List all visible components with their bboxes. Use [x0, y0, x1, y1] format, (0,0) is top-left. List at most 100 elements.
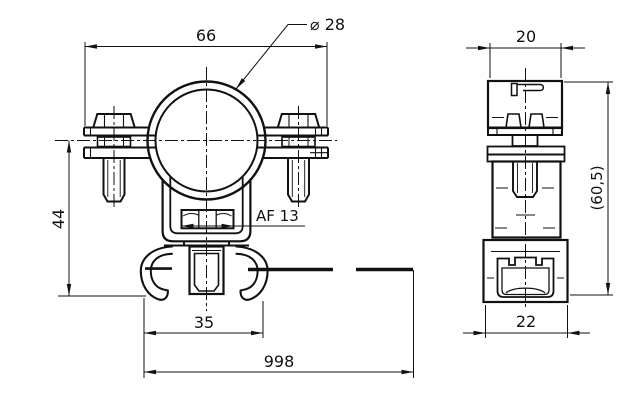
lower-bracket-box — [161, 176, 252, 243]
dim-af13-arrow-right — [221, 223, 234, 229]
left-bolt-washer — [96, 136, 132, 148]
rail-section-inner — [501, 267, 550, 296]
leader-arrow — [236, 78, 246, 89]
left-bolt — [91, 113, 137, 203]
dim-44-label: 44 — [49, 209, 68, 229]
left-claw — [139, 245, 174, 301]
side-body-dashes — [495, 187, 555, 229]
right-claw-inner — [235, 252, 259, 291]
right-bolt-shank — [287, 157, 310, 203]
rail-section-arc — [505, 287, 546, 294]
right-bolt-head-facets — [288, 114, 309, 128]
front-view — [83, 80, 413, 301]
dim-22-label: 22 — [516, 312, 536, 331]
right-claw-tip — [239, 288, 248, 292]
left-bolt-shank — [102, 157, 126, 203]
right-claw-outer — [235, 245, 269, 301]
dim-66-arrow-left — [85, 44, 97, 49]
upper-flange-left — [83, 126, 156, 137]
clip-hook — [517, 83, 545, 92]
t-block-inner — [193, 252, 220, 292]
dim-66-label: 66 — [196, 26, 216, 45]
left-claw-outer — [139, 245, 174, 301]
left-claw-tip — [161, 288, 169, 292]
dim-22 — [463, 305, 590, 338]
dimension-labels: 66 ⌀ 28 44 AF 13 35 998 20 (60,5) 22 — [49, 15, 606, 371]
dim-35-arrow-right — [251, 330, 263, 336]
side-foot — [482, 238, 569, 304]
lower-flange-left — [83, 146, 156, 159]
dim-20-arrow-right — [561, 45, 573, 51]
dim-60-5-arrow-bottom — [605, 283, 611, 295]
left-bolt-head — [91, 113, 137, 129]
side-bolt-thread-lines — [517, 163, 533, 193]
dim-60-5-arrow-top — [605, 82, 611, 94]
upper-flange-right — [257, 126, 329, 137]
dim-22-arrow-right — [567, 330, 580, 336]
side-bolt-shank — [512, 160, 538, 198]
hex-nut-body — [180, 209, 235, 230]
left-bolt-washer-ticks — [104, 137, 124, 147]
clip-slot — [510, 82, 518, 97]
hex-nut-facets — [198, 210, 217, 229]
dim-35-label: 35 — [194, 313, 214, 332]
side-view — [482, 79, 569, 304]
dim-66-extensions — [84, 42, 328, 126]
dim-66-arrow-right — [315, 44, 327, 49]
dim-35-arrow-left — [144, 330, 156, 336]
dim-998-label: 998 — [264, 352, 295, 371]
t-block-outer — [188, 245, 225, 296]
dim-44 — [58, 140, 146, 297]
dimensions — [58, 24, 613, 378]
dim-20-arrow-left — [478, 45, 490, 51]
dim-af13-arrow-left — [181, 223, 194, 229]
dim-20-extensions — [489, 43, 562, 78]
hex-nut — [180, 209, 235, 230]
side-cap-clip-detail — [510, 82, 545, 97]
right-bolt-thread-lines — [291, 160, 306, 197]
rail-foot — [139, 241, 269, 301]
dim-af13-label: AF 13 — [256, 207, 299, 225]
side-body — [491, 160, 562, 239]
dim-35 — [143, 298, 264, 378]
side-strap-bump-right — [528, 113, 545, 128]
dim-diameter-label: ⌀ 28 — [310, 15, 345, 34]
dim-44-arrow-top — [66, 140, 72, 153]
rail-section-outer — [496, 256, 555, 298]
dim-20-label: 20 — [516, 27, 536, 46]
right-bolt — [276, 113, 321, 203]
dim-60-5-extensions — [564, 81, 613, 296]
right-bolt-head — [276, 113, 321, 129]
dim-60-5 — [564, 81, 613, 296]
left-bolt-head-facets — [103, 114, 125, 128]
bracket-inner — [169, 176, 244, 235]
clamp-strap-inner-circle — [154, 88, 259, 193]
dim-af13 — [181, 223, 305, 229]
right-bolt-washer — [281, 136, 316, 148]
dim-60-5-label: (60,5) — [588, 165, 606, 210]
dim-20 — [466, 43, 585, 78]
dim-998-arrow-right — [401, 369, 414, 375]
right-bolt-washer-ticks — [288, 137, 309, 147]
leader-line — [235, 24, 307, 90]
left-claw-inner — [149, 252, 173, 291]
side-rail-section — [496, 256, 555, 298]
clamp-strap-outer-circle — [146, 80, 267, 201]
right-claw — [235, 245, 269, 301]
centerlines — [55, 67, 526, 311]
side-strap-bump-left — [505, 113, 522, 128]
bracket-outer — [161, 180, 252, 243]
dim-66 — [84, 42, 328, 126]
dim-35-extensions — [143, 298, 264, 378]
dim-44-arrow-bottom — [66, 284, 72, 296]
dim-diameter-leader — [235, 24, 307, 90]
dim-998 — [144, 270, 414, 378]
dim-998-arrow-left — [144, 369, 156, 375]
flange-end-ticks — [89, 127, 328, 158]
dim-22-arrow-left — [473, 330, 486, 336]
hex-nut-facet-arcs — [182, 213, 232, 217]
rail-line — [145, 267, 413, 272]
left-bolt-thread-lines — [107, 160, 121, 197]
